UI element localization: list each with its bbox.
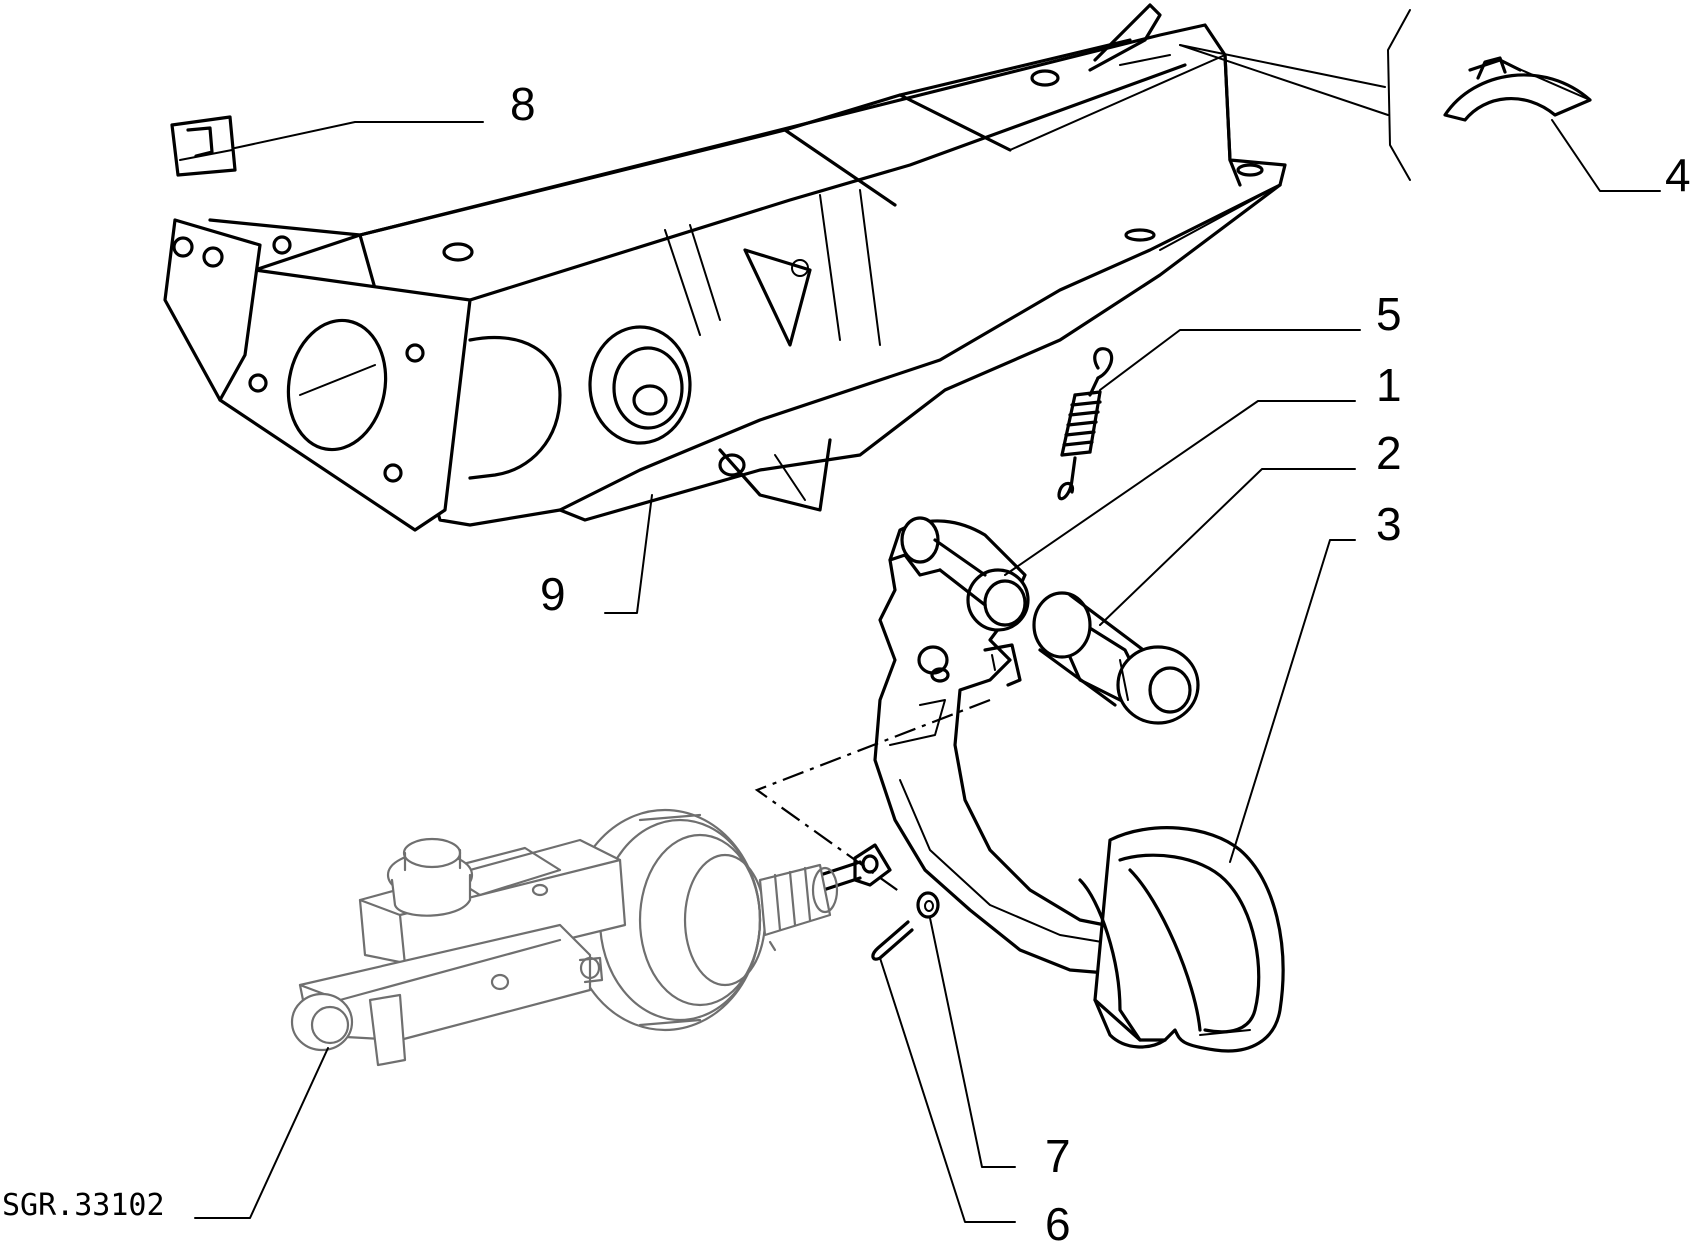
leader-4 <box>1551 119 1661 192</box>
pivot-pin <box>1032 591 1200 725</box>
leader-8 <box>234 121 484 149</box>
leader-6 <box>879 957 1016 1223</box>
leader-ref <box>194 1047 329 1219</box>
leader-2 <box>1099 468 1356 626</box>
callout-5: 5 <box>1376 288 1402 340</box>
leader-3 <box>1229 539 1356 863</box>
callout-2: 2 <box>1376 427 1402 479</box>
pedal-pad <box>1078 826 1285 1053</box>
clip-nut <box>170 115 237 177</box>
pedal-bracket <box>163 3 1287 532</box>
callout-8: 8 <box>510 78 536 130</box>
return-spring <box>1057 347 1114 501</box>
callout-labels: 1 2 3 4 5 6 7 8 9 <box>510 78 1690 1243</box>
callout-9: 9 <box>540 568 566 620</box>
leader-9 <box>604 494 653 614</box>
brake-servo-master-cylinder <box>290 808 839 1067</box>
clip <box>1443 56 1592 122</box>
leader-4b <box>1179 44 1386 88</box>
leader-1 <box>1004 400 1356 576</box>
washer <box>916 891 940 919</box>
callout-3: 3 <box>1376 498 1402 550</box>
leader-7 <box>929 917 1016 1168</box>
callout-7: 7 <box>1045 1130 1071 1182</box>
assembly-centerline <box>754 698 991 893</box>
pedal-lever <box>873 516 1167 977</box>
detail-bracket <box>1387 9 1411 181</box>
callout-4: 4 <box>1665 149 1690 201</box>
drawing-reference: SGR.33102 <box>2 1188 165 1223</box>
leader-4c <box>1179 44 1389 116</box>
leader-5 <box>1099 329 1361 391</box>
leader-lines <box>194 44 1661 1223</box>
callout-6: 6 <box>1045 1198 1071 1243</box>
callout-1: 1 <box>1376 359 1402 411</box>
split-pin <box>871 920 914 961</box>
